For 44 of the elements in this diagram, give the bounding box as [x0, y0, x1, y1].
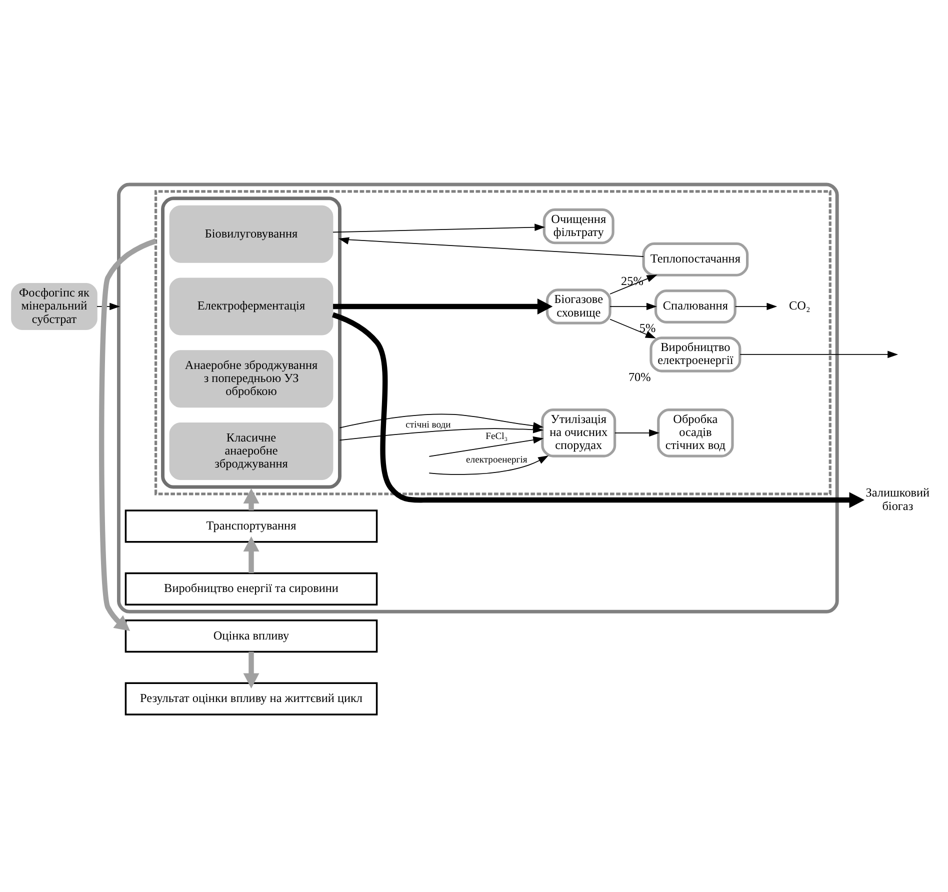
arrow: [610, 302, 657, 310]
arrow: [614, 429, 660, 437]
node-box: Виробництво енергії та сировини: [124, 572, 378, 606]
node-box: Класичне анаеробне зброджування: [169, 422, 334, 480]
node-box: Теплопостачання: [642, 242, 749, 276]
arrow: [333, 298, 553, 314]
node-box: Утилізація на очисних спорудах: [541, 408, 616, 458]
node-box: Біогазове сховище: [546, 288, 612, 324]
arrow: [339, 414, 544, 430]
arrow: [243, 536, 260, 574]
node-box: Оцінка впливу: [124, 619, 378, 653]
edge-label: FeCl₃: [486, 430, 508, 442]
cluster: [161, 196, 342, 489]
arrow: [734, 302, 778, 310]
node-box: Результат оцінки впливу на життєвий цикл: [124, 682, 378, 716]
arrow: [610, 318, 656, 338]
arrow: [428, 455, 549, 475]
arrow: [610, 274, 658, 294]
node-text: CO₂: [789, 298, 810, 313]
node-text: Залишковий біогаз: [866, 486, 930, 513]
node-box: Транспортування: [124, 510, 378, 543]
edge-label: стічні води: [406, 420, 451, 431]
node-box: Очищення фільтрату: [542, 208, 614, 244]
arrow: [243, 488, 260, 510]
cluster: [154, 190, 832, 496]
node-box: Виробництво електроенергії: [650, 336, 742, 372]
node-box: Спалювання: [654, 290, 736, 324]
node-label: 25%: [621, 274, 644, 288]
arrow: [332, 312, 864, 508]
node-box: Обробка осадів стічних вод: [657, 408, 734, 458]
node-box: Біовилуговування: [169, 205, 334, 263]
node-box: Анаеробне зброджування з попередньою УЗ обробкою: [169, 350, 334, 408]
cluster: [117, 182, 839, 614]
arrow: [428, 436, 544, 457]
arrow: [98, 238, 157, 631]
arrow: [338, 237, 644, 257]
node-label: 70%: [628, 370, 651, 384]
node-box: Електроферментація: [169, 278, 334, 336]
node-box: Фосфогіпс як мінеральний субстрат: [11, 282, 98, 330]
arrow: [243, 652, 260, 688]
node-label: 5%: [639, 320, 656, 335]
arrow: [332, 224, 546, 233]
edge-label: електроенергія: [466, 454, 528, 466]
arrow: [740, 350, 898, 358]
